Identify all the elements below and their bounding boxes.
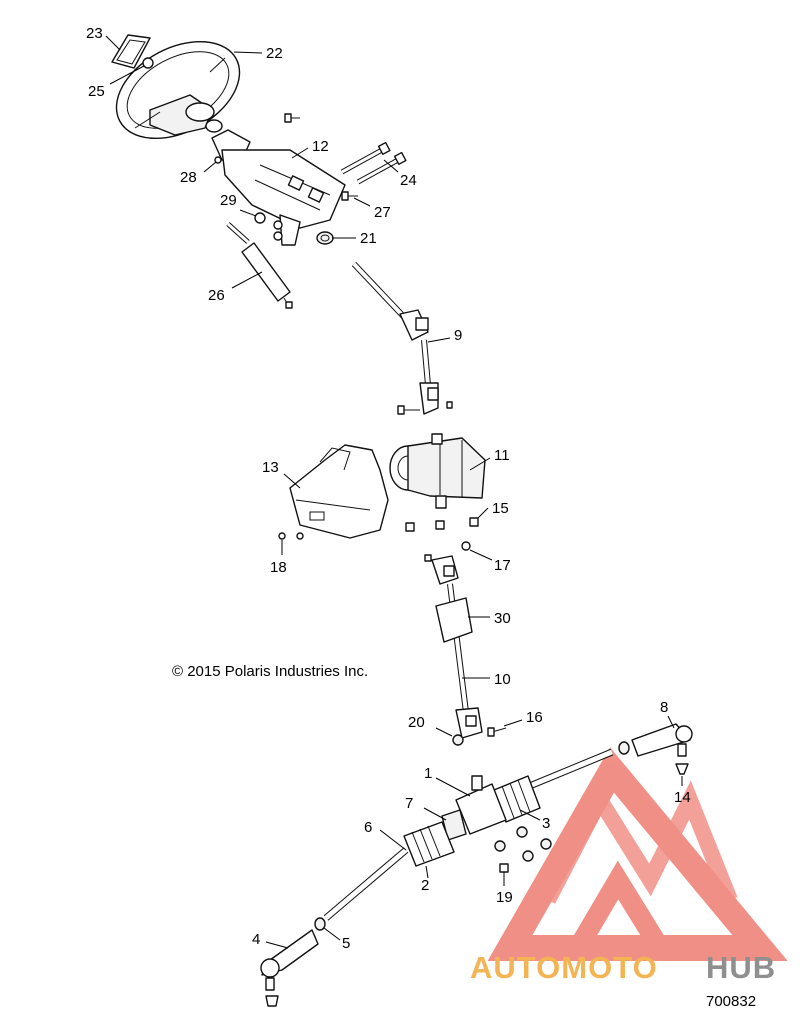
callout-30: 30 <box>468 610 511 627</box>
callout-label-20: 20 <box>408 714 425 731</box>
callout-label-11: 11 <box>494 447 510 464</box>
callout-1: 1 <box>424 765 471 797</box>
callout-label-17: 17 <box>494 557 511 574</box>
callout-15: 15 <box>477 500 509 519</box>
cotter-14 <box>675 763 689 775</box>
watermark-logo: AUTOMOTO HUB <box>470 747 788 985</box>
callout-label-13: 13 <box>262 459 279 476</box>
callout-9: 9 <box>427 327 462 344</box>
watermark-text-auto: AUTOMOTO <box>470 950 658 985</box>
gas-strut <box>226 222 293 309</box>
callout-5: 5 <box>323 927 350 952</box>
emblem-badge <box>111 34 151 69</box>
tie-rod-end-right <box>631 723 693 757</box>
emblem-screw <box>142 57 154 69</box>
callout-14: 14 <box>674 776 691 806</box>
callout-label-18: 18 <box>270 559 287 576</box>
steering-column-bracket <box>205 119 346 246</box>
nut-20 <box>452 734 464 746</box>
callout-22: 22 <box>233 45 283 62</box>
shaft-bolt <box>397 401 453 415</box>
callout-4: 4 <box>252 931 289 949</box>
callout-16: 16 <box>503 709 543 727</box>
callout-label-25: 25 <box>88 83 105 100</box>
callout-label-2: 2 <box>421 877 429 894</box>
cover-screws <box>278 532 304 540</box>
callout-29: 29 <box>220 192 257 217</box>
eps-assembly <box>389 433 486 509</box>
callout-10: 10 <box>462 671 511 688</box>
callout-label-24: 24 <box>400 172 417 189</box>
callout-25: 25 <box>88 65 145 100</box>
lower-steering-shaft <box>431 555 483 739</box>
callout-label-1: 1 <box>424 765 432 782</box>
callout-28: 28 <box>180 161 217 186</box>
callout-20: 20 <box>408 714 453 737</box>
callout-label-7: 7 <box>405 795 413 812</box>
callout-7: 7 <box>405 795 447 821</box>
callout-13: 13 <box>262 459 301 489</box>
washer-17 <box>424 541 471 562</box>
bolt-16 <box>487 727 507 737</box>
long-bolts <box>340 141 407 185</box>
nut-21 <box>316 231 334 245</box>
tie-rod-end-left <box>260 929 319 991</box>
callout-label-21: 21 <box>360 230 377 247</box>
callout-label-9: 9 <box>454 327 462 344</box>
eps-bolts <box>405 517 479 532</box>
callout-label-30: 30 <box>494 610 511 627</box>
callout-label-15: 15 <box>492 500 509 517</box>
callout-3: 3 <box>519 809 550 832</box>
callout-8: 8 <box>660 699 675 729</box>
callout-17: 17 <box>469 549 511 574</box>
jam-nut-left <box>314 917 326 931</box>
rack-mount-nuts <box>494 826 552 873</box>
callout-label-12: 12 <box>312 138 329 155</box>
copyright-notice: © 2015 Polaris Industries Inc. <box>172 663 368 680</box>
callout-27: 27 <box>353 197 391 221</box>
callout-label-10: 10 <box>494 671 511 688</box>
callout-label-4: 4 <box>252 931 260 948</box>
power-steering-cover <box>289 444 389 539</box>
callout-label-28: 28 <box>180 169 197 186</box>
callout-2: 2 <box>421 865 429 894</box>
callout-label-5: 5 <box>342 935 350 952</box>
callout-12: 12 <box>291 138 329 159</box>
steering-rack <box>323 748 614 921</box>
callout-label-26: 26 <box>208 287 225 304</box>
callout-label-16: 16 <box>526 709 543 726</box>
watermark-m-shape <box>540 780 738 904</box>
callout-label-6: 6 <box>364 819 372 836</box>
watermark-triangle-inner <box>560 860 678 958</box>
callout-label-23: 23 <box>86 25 103 42</box>
callout-26: 26 <box>208 271 263 304</box>
intermediate-shaft <box>351 261 439 415</box>
callout-24: 24 <box>383 159 417 189</box>
callout-label-8: 8 <box>660 699 668 716</box>
callout-label-29: 29 <box>220 192 237 209</box>
bracket-bolt <box>284 113 300 123</box>
callout-label-3: 3 <box>542 815 550 832</box>
bolt-27 <box>341 191 358 201</box>
cotter-left <box>265 995 279 1007</box>
callout-21: 21 <box>332 230 377 247</box>
shaft-boot-seal <box>435 597 473 643</box>
pivot-pin <box>254 212 283 241</box>
callout-19: 19 <box>496 872 513 906</box>
jam-nut-right <box>618 741 630 755</box>
callout-label-19: 19 <box>496 889 513 906</box>
watermark-text-hub: HUB <box>706 950 776 985</box>
callout-label-22: 22 <box>266 45 283 62</box>
figure-number: 700832 <box>706 993 756 1010</box>
callout-11: 11 <box>469 447 510 471</box>
callout-23: 23 <box>86 25 121 51</box>
callout-6: 6 <box>364 819 407 851</box>
callout-label-14: 14 <box>674 789 691 806</box>
callout-18: 18 <box>270 540 287 576</box>
callout-label-27: 27 <box>374 204 391 221</box>
